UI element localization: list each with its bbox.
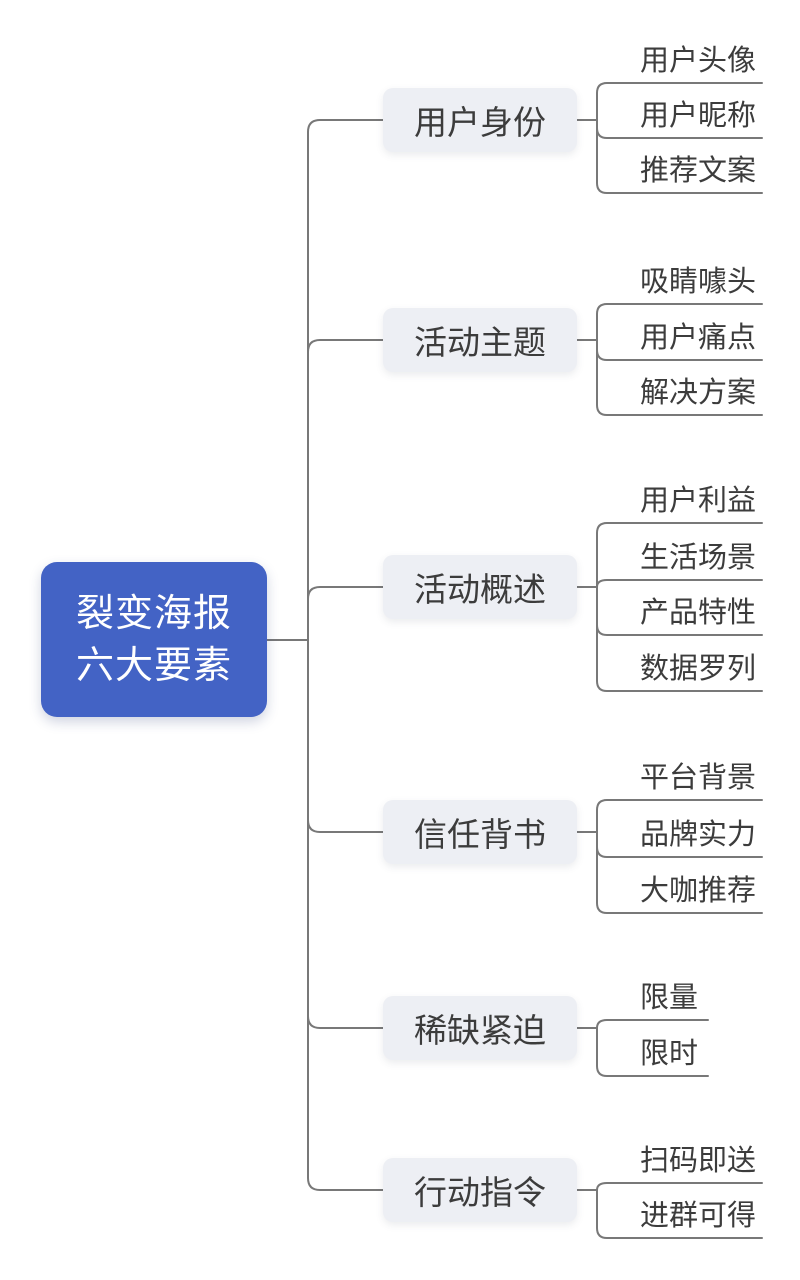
branch-node-trust-endorsement: 信任背书 [383, 800, 577, 864]
leaf-node-label: 吸睛噱头 [640, 266, 757, 298]
leaf-node-label: 用户昵称 [640, 100, 757, 132]
leaf-line-6-1 [596, 1182, 763, 1191]
leaf-node-label: 进群可得 [640, 1200, 757, 1232]
leaf-line-1-3 [596, 119, 763, 194]
leaf-line-5-1 [596, 1019, 709, 1029]
leaf-line-4-1 [596, 799, 763, 833]
leaf-node-label: 品牌实力 [640, 819, 757, 851]
leaf-node-label: 用户利益 [640, 485, 757, 517]
leaf-line-6-2 [596, 1189, 763, 1239]
leaf-line-3-4 [596, 586, 763, 692]
branch-node-scarcity-urgency: 稀缺紧迫 [383, 996, 577, 1060]
leaf-node-label: 限量 [640, 982, 699, 1014]
connector-trunk-branch-1 [307, 119, 384, 641]
leaf-node-label: 扫码即送 [640, 1145, 757, 1177]
leaf-node-label: 限时 [640, 1038, 699, 1070]
leaf-line-2-3 [596, 339, 763, 416]
root-node-label-line2: 六大要素 [75, 644, 232, 687]
connector-trunk-branch-4 [307, 639, 384, 833]
branch-node-action-command: 行动指令 [383, 1158, 577, 1222]
leaf-node-label: 生活场景 [640, 542, 757, 574]
leaf-node-label: 产品特性 [640, 597, 757, 629]
connector-trunk-branch-2 [307, 339, 384, 641]
leaf-line-1-1 [596, 82, 763, 121]
connector-trunk-branch-6 [307, 639, 384, 1191]
connector-trunk-branch-5 [307, 639, 384, 1029]
leaf-line-5-2 [596, 1027, 709, 1077]
connector-trunk-branch-3 [307, 586, 384, 641]
leaf-node-label: 大咖推荐 [640, 875, 757, 907]
branch-node-activity-theme: 活动主题 [383, 308, 577, 372]
leaf-node-label: 平台背景 [640, 762, 757, 794]
leaf-node-label: 推荐文案 [640, 155, 757, 187]
leaf-line-3-2 [596, 579, 763, 588]
leaf-line-4-3 [596, 831, 763, 914]
root-node: 裂变海报 六大要素 [41, 562, 267, 717]
root-node-label-line1: 裂变海报 [75, 592, 232, 635]
leaf-node-label: 解决方案 [640, 377, 757, 409]
leaf-node-label: 数据罗列 [640, 653, 757, 685]
branch-node-activity-summary: 活动概述 [383, 555, 577, 619]
leaf-line-2-1 [596, 303, 763, 341]
leaf-node-label: 用户头像 [640, 45, 757, 77]
leaf-line-3-1 [596, 522, 763, 588]
branch-node-user-identity: 用户身份 [383, 88, 577, 152]
leaf-node-label: 用户痛点 [640, 322, 757, 354]
